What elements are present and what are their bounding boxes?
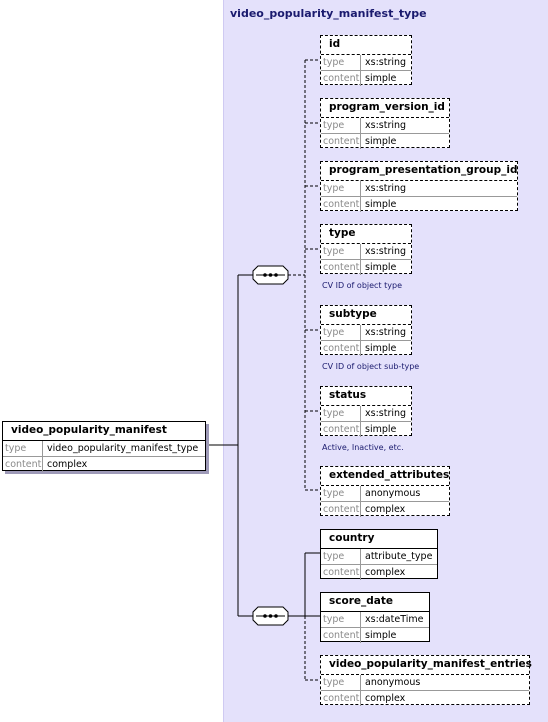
type-label: type [321,325,361,340]
content-value: complex [365,504,406,515]
attribute-name: subtype [321,306,411,325]
type-value: anonymous [365,488,421,499]
content-label: content [323,134,361,149]
type-label: type [321,486,361,501]
type-value: anonymous [365,677,421,688]
attribute-name: program_presentation_group_id [321,162,517,181]
content-value: complex [365,567,406,578]
type-value: xs:dateTime [365,614,424,625]
type-label: type [321,612,361,627]
attribute-name: extended_attributes [321,467,449,486]
content-label: content [323,691,361,706]
content-label: content [323,422,361,437]
content-value: simple [365,343,397,354]
attribute-status-note: Active, Inactive, etc. [322,443,404,452]
content-value: simple [365,262,397,273]
type-label: type [321,55,361,70]
type-value: xs:string [365,57,407,68]
attribute-name: id [321,36,411,55]
type-value: video_popularity_manifest_type [47,443,199,454]
attribute-subtype[interactable]: subtype type xs:string content simple [320,305,412,356]
element-country[interactable]: country type attribute_type content comple… [320,529,438,580]
type-value: xs:string [365,246,407,257]
attribute-type[interactable]: type type xs:string content simple [320,224,412,275]
content-value: simple [365,136,397,147]
root-element-box[interactable]: video_popularity_manifest type video_popu… [2,421,206,472]
type-label: type [321,244,361,259]
attribute-program-version-id[interactable]: program_version_id type xs:string content… [320,98,450,149]
attribute-name: status [321,387,411,406]
content-value: simple [365,199,397,210]
content-label: content [323,260,361,275]
content-value: complex [47,459,88,470]
type-value: attribute_type [365,551,433,562]
attribute-id[interactable]: id type xs:string content simple [320,35,412,86]
attribute-name: type [321,225,411,244]
content-value: simple [365,630,397,641]
attribute-subtype-note: CV ID of object sub-type [322,362,420,371]
attribute-name: program_version_id [321,99,449,118]
attributes-sequence-icon [252,265,289,285]
type-label: type [321,549,361,564]
content-value: simple [365,73,397,84]
element-score-date[interactable]: score_date type xs:dateTime content simple [320,592,430,643]
element-name: country [321,530,437,549]
attribute-status[interactable]: status type xs:string content simple [320,386,412,437]
element-name: score_date [321,593,429,612]
type-label: type [321,118,361,133]
root-element-name: video_popularity_manifest [3,422,205,441]
content-value: simple [365,424,397,435]
type-value: xs:string [365,120,407,131]
type-label: type [321,675,361,690]
type-label: type [3,441,43,456]
type-label: type [321,406,361,421]
content-label: content [323,565,361,580]
type-value: xs:string [365,183,407,194]
content-value: complex [365,693,406,704]
elements-sequence-icon [252,606,289,626]
attribute-program-presentation-group-id[interactable]: program_presentation_group_id type xs:str… [320,161,518,212]
type-label: type [321,181,361,196]
content-label: content [5,457,43,472]
attribute-type-note: CV ID of object type [322,281,402,290]
content-label: content [323,628,361,643]
content-label: content [323,502,361,517]
type-title: video_popularity_manifest_type [230,7,427,20]
content-label: content [323,71,361,86]
attribute-extended-attributes[interactable]: extended_attributes type anonymous conten… [320,466,450,517]
type-value: xs:string [365,327,407,338]
type-value: xs:string [365,408,407,419]
content-label: content [323,197,361,212]
element-name: video_popularity_manifest_entries [321,656,532,675]
content-label: content [323,341,361,356]
